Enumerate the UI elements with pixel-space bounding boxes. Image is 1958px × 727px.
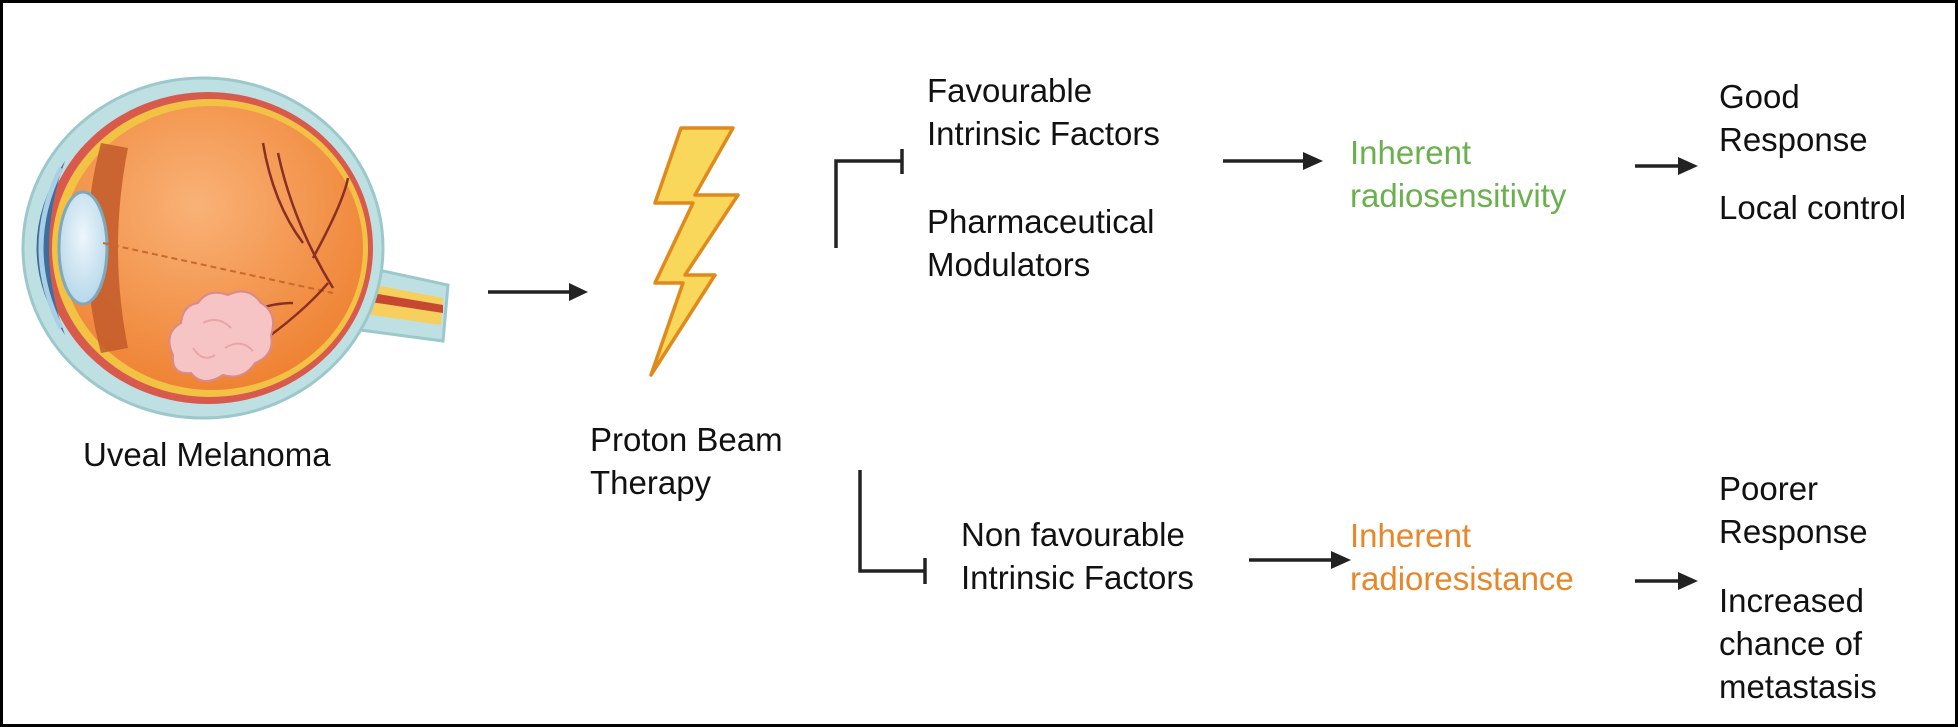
label-poorer-response: Poorer Response — [1719, 470, 1868, 550]
upper-inhibition-connector — [834, 149, 904, 248]
label-proton-beam-therapy: Proton Beam Therapy — [590, 421, 783, 501]
label-pharmaceutical-modulators: Pharmaceutical Modulators — [927, 203, 1155, 283]
arrow-nonfavourable-to-radioresistance — [1249, 551, 1351, 569]
label-local-control: Local control — [1719, 189, 1907, 226]
label-uveal-melanoma: Uveal Melanoma — [83, 436, 331, 473]
label-metastasis: Increased chance of metastasis — [1719, 582, 1877, 705]
label-good-response: Good Response — [1719, 78, 1868, 158]
arrow-eye-to-therapy — [488, 283, 588, 301]
arrow-radioresistance-to-response — [1635, 572, 1698, 590]
label-non-favourable-factors: Non favourable Intrinsic Factors — [961, 516, 1194, 596]
arrow-radiosensitivity-to-response — [1635, 157, 1698, 175]
arrow-favourable-to-radiosensitivity — [1223, 152, 1323, 170]
diagram-graphics — [21, 76, 1698, 590]
lightning-bolt-icon — [649, 126, 740, 377]
label-inherent-radioresistance: Inherent radioresistance — [1350, 517, 1574, 597]
lower-inhibition-connector — [858, 470, 927, 584]
label-inherent-radiosensitivity: Inherent radiosensitivity — [1350, 134, 1567, 214]
label-favourable-factors: Favourable Intrinsic Factors — [927, 72, 1160, 152]
eye-anatomy-icon — [21, 76, 450, 420]
